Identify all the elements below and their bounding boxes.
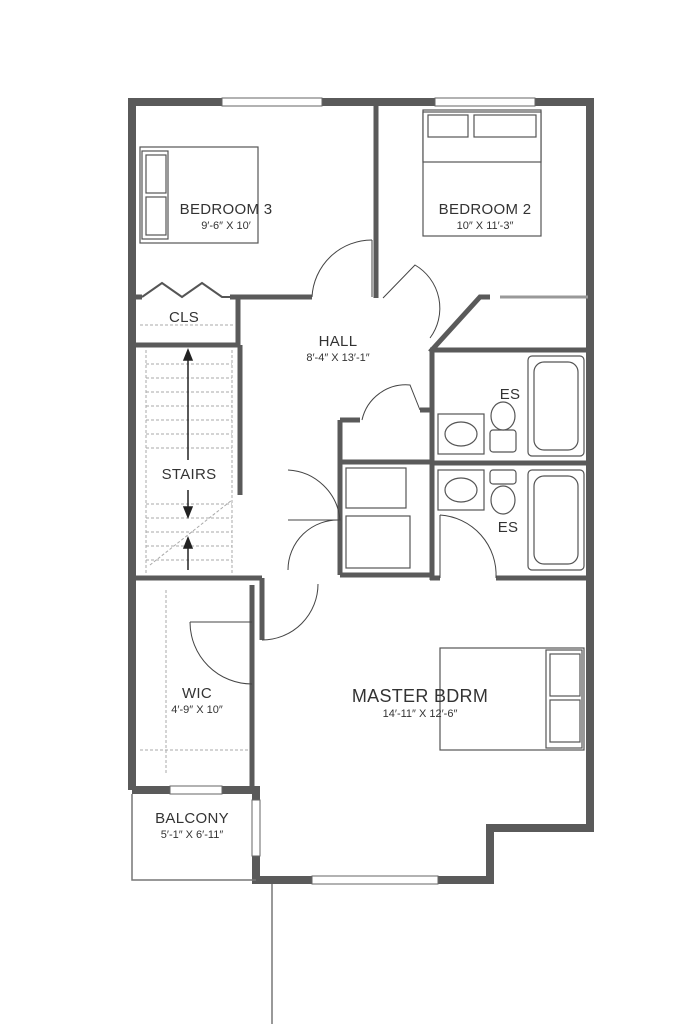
room-cls: CLS bbox=[169, 309, 199, 327]
room-name: HALL bbox=[318, 333, 358, 350]
room-bedroom3: BEDROOM 3 9′-6″ X 10′ bbox=[180, 201, 273, 232]
balcony-outline bbox=[131, 794, 256, 881]
stairs-treads bbox=[140, 324, 248, 775]
room-name: BEDROOM 3 bbox=[179, 201, 273, 218]
room-dimensions: 14′-11″ X 12′-6″ bbox=[382, 708, 458, 720]
room-hall: HALL 8′-4″ X 13′-1″ bbox=[306, 333, 369, 364]
room-name: CLS bbox=[168, 309, 200, 326]
bathroom-fixtures bbox=[345, 355, 585, 571]
room-bedroom2: BEDROOM 2 10″ X 11′-3″ bbox=[439, 201, 532, 232]
room-balcony: BALCONY 5′-1″ X 6′-11″ bbox=[155, 810, 229, 841]
room-wic: WIC 4′-9″ X 10″ bbox=[171, 685, 222, 716]
room-name: ES bbox=[497, 519, 519, 536]
room-stairs: STAIRS bbox=[159, 466, 219, 484]
toilet-lower bbox=[489, 469, 517, 485]
room-dimensions: 9′-6″ X 10′ bbox=[201, 220, 251, 232]
room-name: ES bbox=[499, 386, 521, 403]
room-dimensions: 5′-1″ X 6′-11″ bbox=[160, 829, 224, 841]
room-master: MASTER BDRM 14′-11″ X 12′-6″ bbox=[352, 686, 488, 720]
room-name: BEDROOM 2 bbox=[438, 201, 532, 218]
closet-bifold-doors bbox=[141, 281, 588, 299]
room-name: MASTER BDRM bbox=[351, 686, 489, 706]
interior-walls bbox=[132, 102, 590, 790]
stairs-arrows bbox=[182, 347, 194, 570]
room-dimensions: 8′-4″ X 13′-1″ bbox=[306, 352, 370, 364]
room-es-lower: ES bbox=[498, 519, 519, 537]
room-name: WIC bbox=[181, 685, 213, 702]
door-swings bbox=[189, 239, 497, 685]
beds bbox=[139, 109, 585, 751]
room-dimensions: 4′-9″ X 10″ bbox=[171, 704, 223, 716]
toilet-upper bbox=[489, 429, 517, 453]
room-dimensions: 10″ X 11′-3″ bbox=[456, 220, 514, 232]
room-es-upper: ES bbox=[500, 386, 521, 404]
windows bbox=[169, 97, 536, 885]
room-name: BALCONY bbox=[155, 810, 229, 827]
room-name: STAIRS bbox=[161, 466, 217, 483]
linen-shelf bbox=[345, 467, 407, 509]
